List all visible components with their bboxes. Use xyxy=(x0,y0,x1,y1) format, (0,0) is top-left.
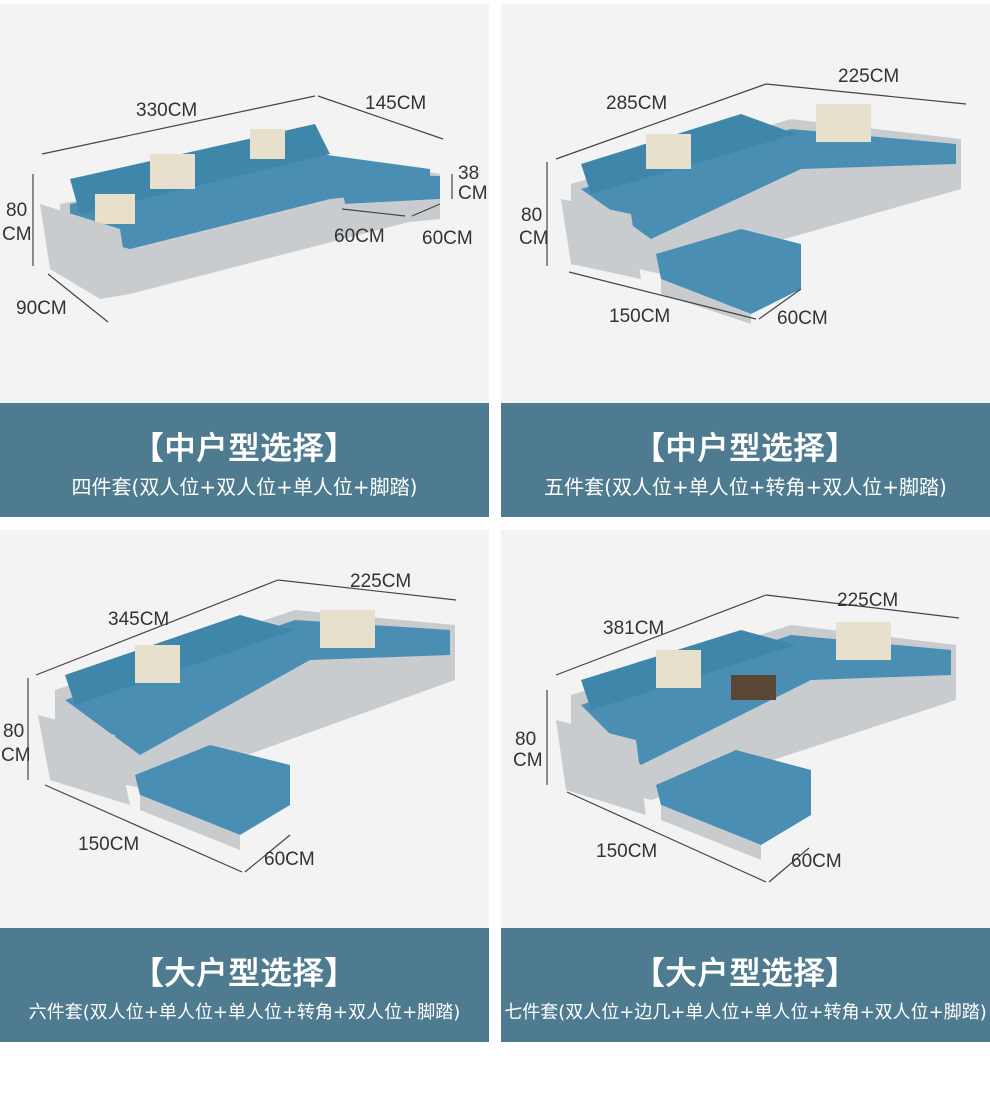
option-subtitle: 七件套(双人位+边几+单人位+单人位+转角+双人位+脚踏) xyxy=(504,1002,987,1023)
dim-width-right: 225CM xyxy=(350,571,411,592)
dim-ottoman-width: 60CM xyxy=(334,226,385,247)
dim-height-unit: CM xyxy=(2,224,32,245)
option-title: 【大户型选择】 xyxy=(132,956,357,992)
dim-width-right: 225CM xyxy=(837,590,898,611)
sofa-diagram-six-piece: 345CM 225CM 80 CM 150CM 60CM xyxy=(1,571,457,873)
dim-ottoman-width: 60CM xyxy=(264,849,315,870)
dim-width-right: 225CM xyxy=(838,66,899,87)
option-title: 【中户型选择】 xyxy=(633,431,858,467)
dim-height-unit: CM xyxy=(1,745,31,766)
sofa-image-seven-piece: 381CM 225CM 80 CM 150CM 60CM xyxy=(501,530,990,929)
sofa-image-six-piece: 345CM 225CM 80 CM 150CM 60CM xyxy=(0,530,489,929)
dim-depth: 90CM xyxy=(16,298,67,319)
dim-chaise-length: 150CM xyxy=(596,841,657,862)
dim-ottoman-width: 60CM xyxy=(791,851,842,872)
dim-chaise-length: 150CM xyxy=(609,306,670,327)
option-banner: 【大户型选择】 六件套(双人位+单人位+单人位+转角+双人位+脚踏) xyxy=(0,928,489,1042)
dim-height-unit: CM xyxy=(513,750,543,771)
option-banner: 【中户型选择】 五件套(双人位+单人位+转角+双人位+脚踏) xyxy=(501,403,990,517)
sofa-diagram-seven-piece: 381CM 225CM 80 CM 150CM 60CM xyxy=(513,590,960,883)
option-subtitle: 四件套(双人位+双人位+单人位+脚踏) xyxy=(71,475,418,499)
dim-ottoman-depth: 60CM xyxy=(422,228,473,249)
dim-ottoman-height-unit: CM xyxy=(458,183,488,204)
dim-width-left: 285CM xyxy=(606,93,667,114)
dim-width-left: 381CM xyxy=(603,618,664,639)
sofa-image-four-piece: 330CM 145CM 38 CM 80 CM 60CM 60CM 90CM xyxy=(0,4,489,403)
option-title: 【大户型选择】 xyxy=(633,956,858,992)
dim-height: 80 xyxy=(3,721,24,742)
dim-chaise-length: 150CM xyxy=(78,834,139,855)
dim-height: 80 xyxy=(6,200,27,221)
sofa-diagram-five-piece: 285CM 225CM 80 CM 150CM 60CM xyxy=(519,66,967,329)
option-subtitle: 五件套(双人位+单人位+转角+双人位+脚踏) xyxy=(544,475,947,499)
dim-width-left: 345CM xyxy=(108,609,169,630)
dim-height-unit: CM xyxy=(519,228,549,249)
sofa-image-five-piece: 285CM 225CM 80 CM 150CM 60CM xyxy=(501,4,990,403)
option-banner: 【中户型选择】 四件套(双人位+双人位+单人位+脚踏) xyxy=(0,403,489,517)
option-title: 【中户型选择】 xyxy=(132,431,357,467)
option-banner: 【大户型选择】 七件套(双人位+边几+单人位+单人位+转角+双人位+脚踏) xyxy=(501,928,990,1042)
dim-chaise-length: 145CM xyxy=(365,93,426,114)
dim-height: 80 xyxy=(515,729,536,750)
dim-width: 330CM xyxy=(136,100,197,121)
product-option-six-piece[interactable]: 345CM 225CM 80 CM 150CM 60CM 【大户型选择】 六件套… xyxy=(0,530,489,1042)
product-option-four-piece[interactable]: 330CM 145CM 38 CM 80 CM 60CM 60CM 90CM 【… xyxy=(0,4,489,517)
dim-height: 80 xyxy=(521,205,542,226)
dim-ottoman-width: 60CM xyxy=(777,308,828,329)
dim-ottoman-height: 38 xyxy=(458,163,479,184)
sofa-diagram-four-piece: 330CM 145CM 38 CM 80 CM 60CM 60CM 90CM xyxy=(2,93,488,323)
product-option-seven-piece[interactable]: 381CM 225CM 80 CM 150CM 60CM 【大户型选择】 七件套… xyxy=(501,530,990,1042)
product-option-five-piece[interactable]: 285CM 225CM 80 CM 150CM 60CM 【中户型选择】 五件套… xyxy=(501,4,990,517)
option-subtitle: 六件套(双人位+单人位+单人位+转角+双人位+脚踏) xyxy=(28,1002,461,1023)
